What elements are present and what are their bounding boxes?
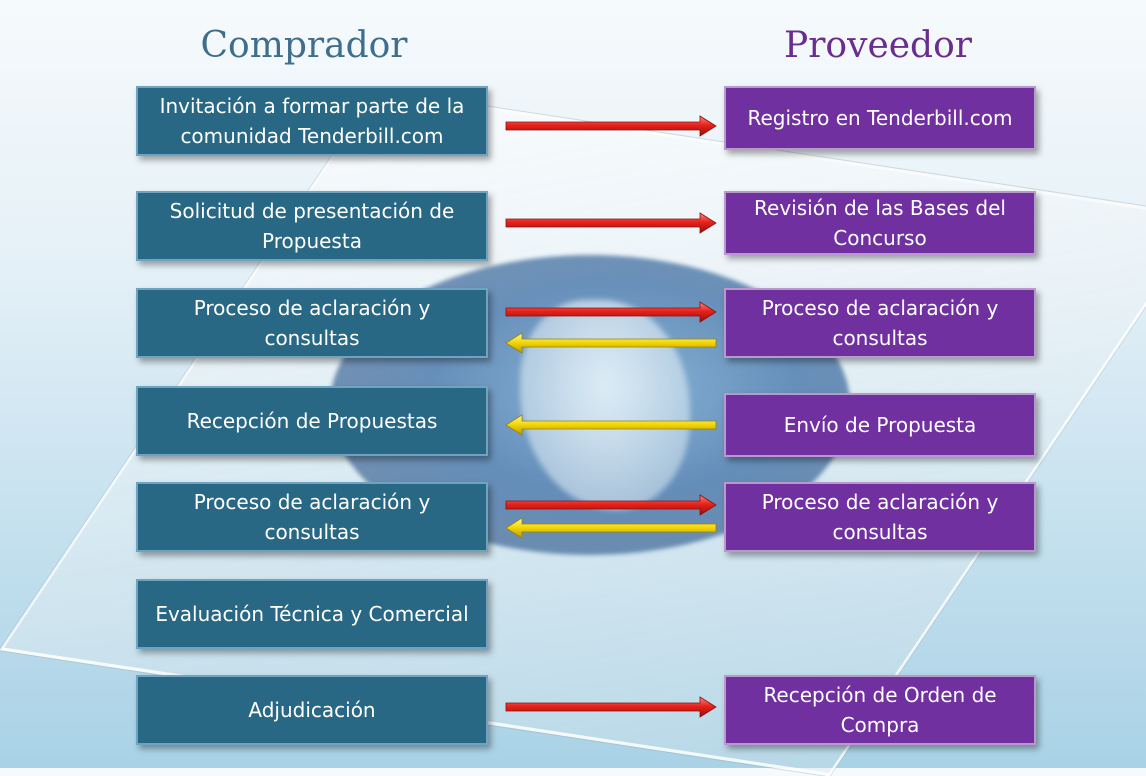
arrow-right-3 [505,301,717,323]
supplier-step-clarification-2: Proceso de aclaración y consultas [724,482,1036,552]
arrow-right-1 [505,115,717,137]
arrow-left-1 [505,332,717,354]
supplier-step-send-proposal: Envío de Propuesta [724,393,1036,457]
arrow-right-2 [505,212,717,234]
buyer-step-award: Adjudicación [136,675,488,745]
arrow-left-2 [505,414,717,436]
buyer-step-evaluation: Evaluación Técnica y Comercial [136,579,488,649]
supplier-step-purchase-order: Recepción de Orden de Compra [724,675,1036,745]
arrow-right-4 [505,494,717,516]
background-globe-landmass [520,300,690,510]
supplier-step-clarification-1: Proceso de aclaración y consultas [724,288,1036,358]
buyer-step-invitation: Invitación a formar parte de la comunida… [136,86,488,156]
buyer-step-clarification-1: Proceso de aclaración y consultas [136,288,488,358]
arrow-left-3 [505,517,717,539]
supplier-step-registration: Registro en Tenderbill.com [724,86,1036,150]
buyer-heading: Comprador [200,25,408,66]
buyer-step-clarification-2: Proceso de aclaración y consultas [136,482,488,552]
arrow-right-5 [505,696,717,718]
supplier-heading: Proveedor [784,25,972,66]
buyer-step-receive-proposals: Recepción de Propuestas [136,386,488,456]
supplier-step-review-bases: Revisión de las Bases del Concurso [724,191,1036,255]
buyer-step-request-proposal: Solicitud de presentación de Propuesta [136,191,488,261]
